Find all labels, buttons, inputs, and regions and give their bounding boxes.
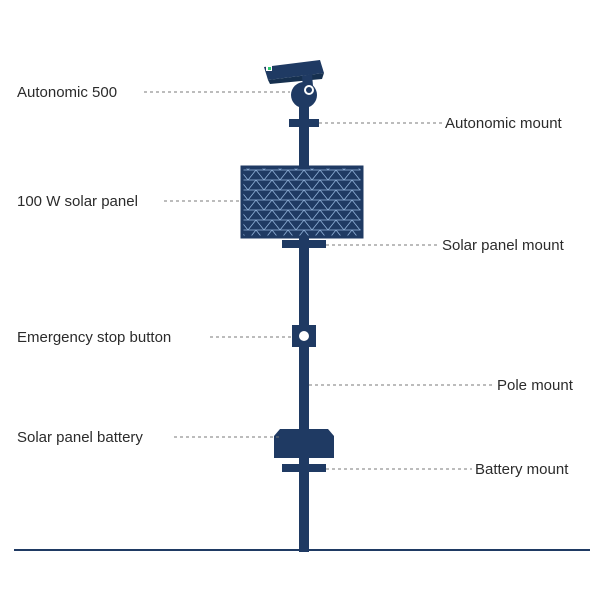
battery-mount (282, 464, 326, 472)
label-pole-mount: Pole mount (497, 377, 574, 394)
label-solar-panel-mount: Solar panel mount (442, 237, 565, 254)
label-camera: Autonomic 500 (17, 84, 117, 101)
emergency-stop-icon (292, 325, 316, 347)
solar-panel-mount (282, 240, 326, 248)
label-battery: Solar panel battery (17, 429, 143, 446)
label-battery-mount: Battery mount (475, 461, 569, 478)
solar-panel-icon (240, 165, 364, 239)
camera-icon (264, 60, 324, 108)
battery-icon (274, 429, 334, 458)
label-estop: Emergency stop button (17, 329, 171, 346)
label-camera-mount: Autonomic mount (445, 115, 563, 132)
camera-mount (289, 119, 319, 127)
label-solar-panel: 100 W solar panel (17, 193, 138, 210)
